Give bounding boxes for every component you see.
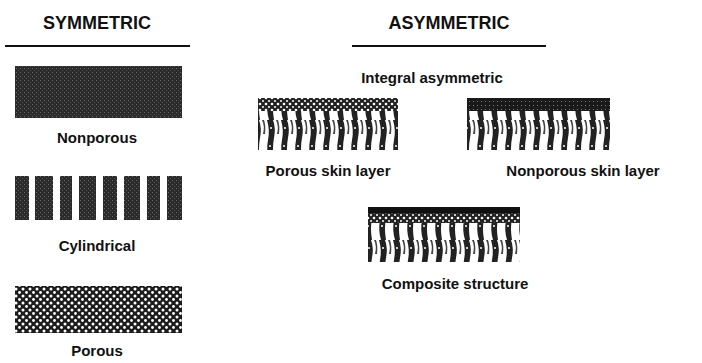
structure-label: Composite structure: [382, 276, 529, 293]
section-heading: SYMMETRIC: [43, 14, 151, 34]
heading-underline: [5, 45, 190, 47]
structure-label: Porous skin layer: [265, 163, 390, 180]
heading-underline: [352, 45, 546, 47]
structure-label: Nonporous skin layer: [506, 163, 659, 180]
structure-label: Porous: [71, 343, 123, 360]
section-heading: ASYMMETRIC: [389, 14, 510, 34]
structure-label: Cylindrical: [59, 238, 136, 255]
composite-membrane: [368, 207, 520, 262]
nonporous-membrane: [15, 66, 182, 118]
cylindrical-membrane: [15, 176, 182, 220]
structure-label: Nonporous: [57, 130, 137, 147]
group-label: Integral asymmetric: [361, 70, 503, 87]
asymmetric-nonporous-skin: [467, 98, 610, 150]
porous-membrane: [15, 286, 182, 333]
asymmetric-porous-skin: [258, 98, 398, 150]
